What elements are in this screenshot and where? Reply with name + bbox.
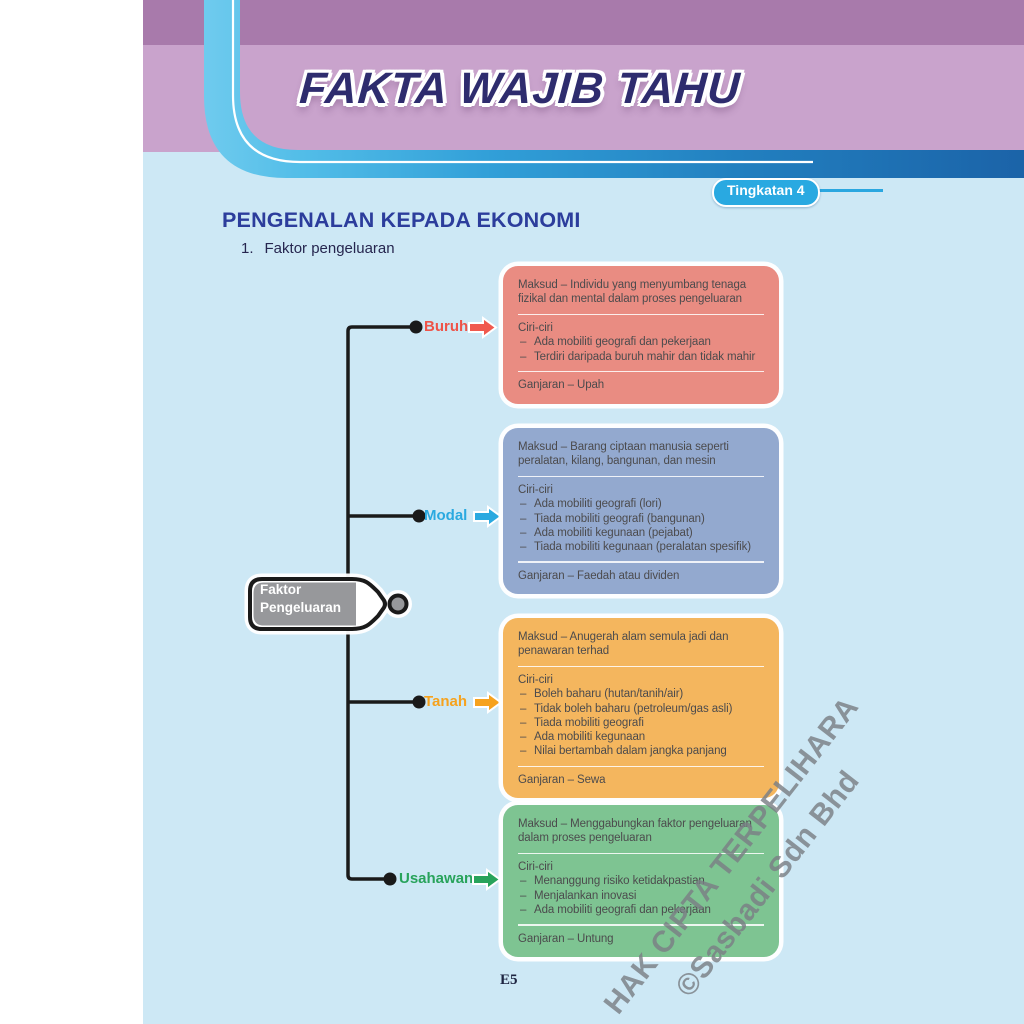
ciri-item: –Ada mobiliti kegunaan [520,731,646,744]
branch-label-modal: Modal [424,507,468,524]
branch-label-tanah: Tanah [424,693,468,710]
numbered-list-item: 1. Faktor pengeluaran [241,240,395,257]
maksud-text: Maksud – Individu yang menyumbang tenaga… [518,279,747,306]
banner-top-strip [143,0,1024,45]
divider [518,765,764,768]
ciri-item: –Boleh baharu (hutan/tanih/air) [520,688,684,701]
ciri-item: –Terdiri daripada buruh mahir dan tidak … [520,350,756,363]
divider [518,475,764,478]
ciri-item: –Menjalankan inovasi [520,889,637,902]
ciri-title: Ciri-ciri [518,322,553,335]
ribbon-white-line [231,0,813,164]
buruh-arrow-icon [468,316,498,339]
page-number: E5 [500,972,518,988]
divider [518,852,764,855]
ciri-title: Ciri-ciri [518,484,553,497]
ciri-item: –Ada mobiliti geografi dan pekerjaan [520,336,711,349]
root-node-ball [387,593,409,615]
maksud-text: Maksud – Anugerah alam semula jadi dan p… [518,631,729,658]
ciri-title: Ciri-ciri [518,861,553,874]
divider [518,561,764,563]
root-label-line2: Pengeluaran [260,599,342,615]
maksud-text: Maksud – Barang ciptaan manusia seperti … [518,441,729,468]
ciri-item: –Tidak boleh baharu (petroleum/gas asli) [520,702,733,715]
ciri-title: Ciri-ciri [518,674,553,687]
ganjaran-text: Ganjaran – Faedah atau dividen [518,569,680,582]
divider [518,370,764,373]
list-label: Faktor pengeluaran [264,240,395,257]
ciri-item: –Tiada mobiliti geografi (bangunan) [520,512,705,525]
divider [518,924,764,926]
ciri-item: –Nilai bertambah dalam jangka panjang [520,745,727,758]
ganjaran-text: Ganjaran – Upah [518,379,605,392]
divider [518,665,764,668]
info-box-buruh: Maksud – Individu yang menyumbang tenaga… [503,266,779,404]
divider [518,313,764,316]
info-box-usahawan: Maksud – Menggabungkan faktor pengeluara… [503,805,779,957]
badge-line [810,189,883,192]
ciri-item: –Tiada mobiliti kegunaan (peralatan spes… [520,541,751,554]
ciri-item: –Ada mobiliti geografi dan pekerjaan [520,903,711,916]
ciri-item: –Ada mobiliti geografi (lori) [520,498,662,511]
ganjaran-text: Ganjaran – Sewa [518,774,606,787]
modal-arrow-icon [473,505,503,528]
ciri-item: –Menanggung risiko ketidakpastian [520,875,705,888]
root-label-line1: Faktor [260,582,302,597]
banner-title: FAKTA WAJIB TAHU [298,64,742,113]
root-node-gray-panel [253,582,356,626]
ciri-item: –Ada mobiliti kegunaan (pejabat) [520,526,693,539]
ganjaran-text: Ganjaran – Untung [518,932,614,945]
info-box-tanah: Maksud – Anugerah alam semula jadi dan p… [503,618,779,799]
banner-background [143,45,1024,152]
ciri-item: –Tiada mobiliti geografi [520,716,644,729]
level-badge: Tingkatan 4 [712,178,820,207]
root-node-label: Faktor Pengeluaran [260,581,360,617]
list-number: 1. [241,240,254,257]
tanah-arrow-icon [473,691,503,714]
branch-label-buruh: Buruh [424,318,469,335]
mindmap-root-node [244,573,412,635]
branch-label-usahawan: Usahawan [399,870,474,887]
usahawan-arrow-icon [472,868,502,891]
ribbon-decoration [204,0,1024,178]
info-box-modal: Maksud – Barang ciptaan manusia seperti … [503,428,779,595]
section-heading: PENGENALAN KEPADA EKONOMI [222,208,581,232]
maksud-text: Maksud – Menggabungkan faktor pengeluara… [518,818,752,845]
